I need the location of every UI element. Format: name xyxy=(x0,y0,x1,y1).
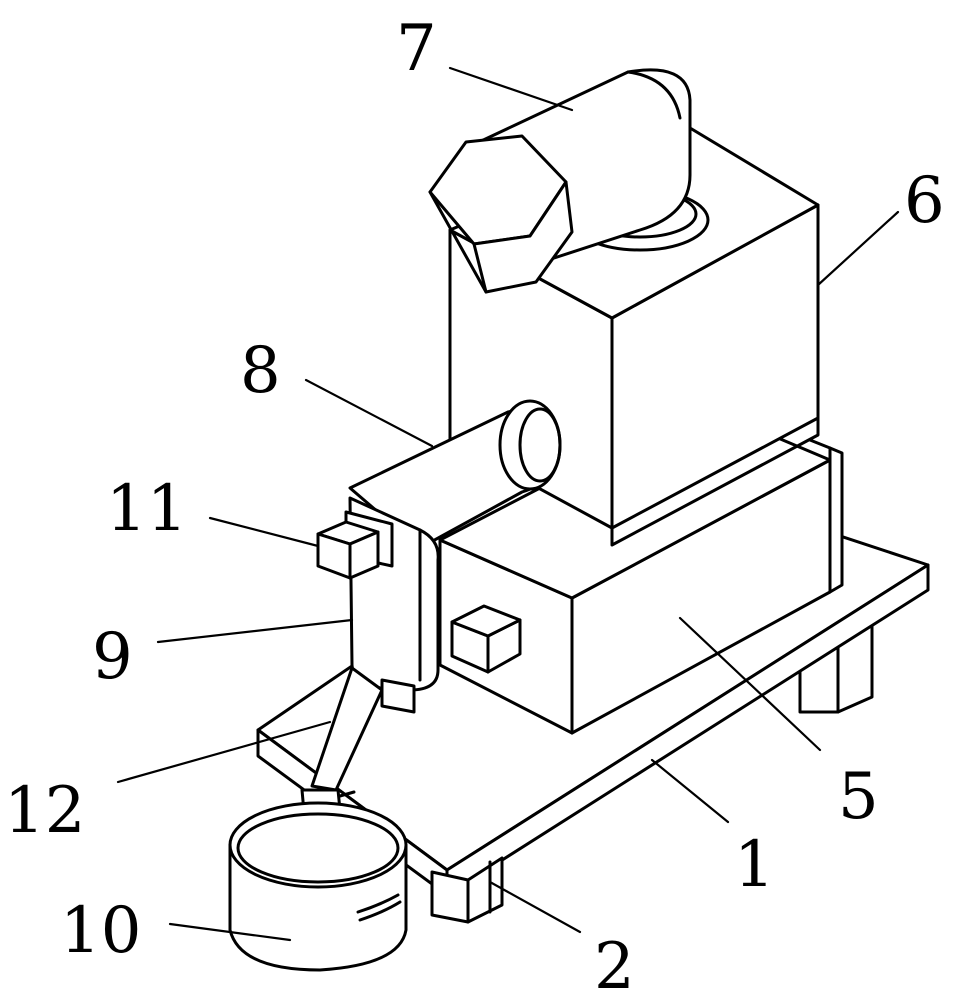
leader-9 xyxy=(156,618,354,644)
leader-1 xyxy=(650,758,730,824)
label-8: 8 xyxy=(240,334,281,408)
label-2: 2 xyxy=(594,930,635,1000)
collection-cup xyxy=(228,801,408,972)
leader-6 xyxy=(816,210,900,287)
leader-10 xyxy=(168,922,292,942)
label-11: 11 xyxy=(106,472,187,546)
side-valve xyxy=(316,510,394,580)
label-9: 9 xyxy=(92,620,133,694)
leader-5 xyxy=(678,616,822,752)
leader-lines xyxy=(116,66,900,942)
horizontal-pipe xyxy=(348,399,562,550)
label-7: 7 xyxy=(396,12,437,86)
leader-7 xyxy=(448,66,574,112)
elbow-pipe xyxy=(428,68,692,294)
leg-front xyxy=(430,856,504,924)
leader-11 xyxy=(208,516,320,548)
part-labels: 7 6 8 11 9 12 5 1 10 2 xyxy=(4,12,945,1000)
label-10: 10 xyxy=(60,894,141,968)
label-12: 12 xyxy=(4,774,85,848)
label-6: 6 xyxy=(904,164,945,238)
label-5: 5 xyxy=(838,760,879,834)
leader-8 xyxy=(304,378,434,448)
leader-12 xyxy=(116,720,332,784)
leader-2 xyxy=(488,880,582,934)
label-1: 1 xyxy=(734,828,775,902)
control-button xyxy=(450,604,522,674)
